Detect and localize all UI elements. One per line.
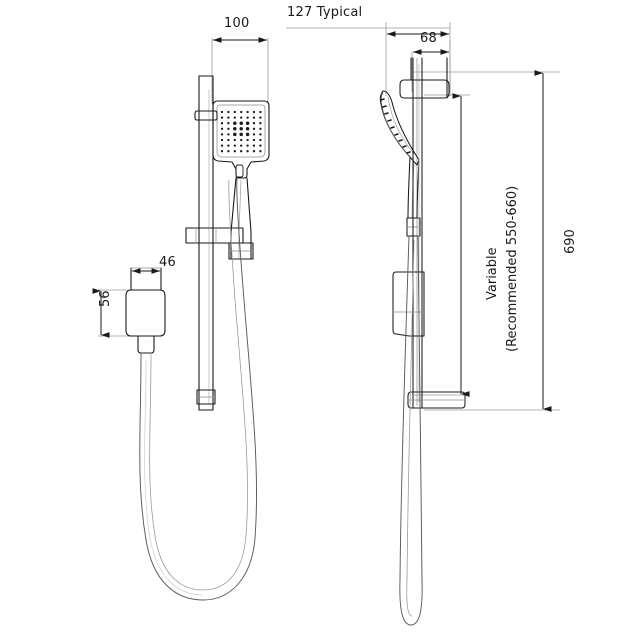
dim-label-56: 56 [98,290,113,307]
handle-hose-connector [228,242,254,260]
spray-nozzle [233,116,236,119]
spray-nozzle [245,127,250,131]
rail-top-collar [194,110,218,121]
spray-nozzle [220,110,224,114]
flexible-hose-outer [139,177,258,601]
spray-nozzle [233,132,237,137]
dim-label-variable: Variable [485,247,500,300]
spray-nozzle [252,138,256,142]
spray-nozzle [246,144,249,147]
dim-label-690: 690 [563,229,578,254]
spray-nozzle [259,127,262,130]
head-mode-switch [235,164,244,178]
spray-nozzle [227,144,230,147]
dim-label-46: 46 [159,255,176,270]
spray-nozzle [252,110,256,114]
dim-label-68: 68 [420,31,437,46]
side-flexible-hose-inner [406,239,415,617]
rail-slider-inner [195,227,217,244]
side-flexible-hose-outer [399,235,423,626]
spray-nozzle [220,127,224,130]
dimension-lines [92,31,552,412]
side-rail-top-bracket [410,57,448,81]
spray-nozzle [252,144,256,147]
slide-rail-tube [198,83,214,411]
spray-nozzle [246,150,249,153]
spray-nozzle [252,133,256,136]
spray-nozzle [220,122,224,125]
side-handle-connector [406,217,421,237]
wall-elbow-upper-stem [130,267,162,291]
spray-nozzle [227,138,230,142]
spray-nozzle [252,122,256,125]
spray-nozzle [239,127,243,131]
spray-nozzle [239,121,243,125]
wall-elbow-body [125,289,166,337]
spray-nozzle [233,150,236,153]
spray-nozzle [259,138,262,142]
side-rail-bottom-bracket [407,391,466,409]
spray-nozzle [259,144,262,147]
side-slide-rail-tube [412,57,423,409]
spray-nozzle [252,116,256,119]
spray-nozzle [227,127,230,130]
spray-nozzle [259,116,262,119]
spray-nozzle [227,110,230,114]
side-spray-nozzles [380,98,411,154]
spray-nozzle [233,127,237,131]
spray-nozzle [240,144,243,147]
flexible-hose-highlight [144,359,204,596]
side-elevation [379,57,466,626]
spray-nozzle [240,116,243,119]
spray-nozzle [233,138,236,142]
rail-bottom-bracket [196,389,216,405]
spray-nozzle [246,110,249,114]
spray-nozzle [259,122,262,125]
dim-label-127-typical: 127 Typical [287,5,363,20]
spray-nozzle [259,150,262,153]
spray-nozzle [245,132,250,137]
spray-nozzle [239,132,243,137]
spray-nozzle [252,150,256,153]
front-elevation [125,75,270,601]
dimension-extension-lines [98,22,560,411]
shower-head-face-bevel [216,104,266,158]
spray-nozzle [227,122,230,125]
spray-nozzle [233,110,236,114]
spray-nozzle [245,121,250,125]
spray-nozzle [240,110,243,114]
spray-nozzle [259,133,262,136]
spray-nozzle [227,133,230,136]
spray-nozzle [220,116,224,119]
dim-label-variable-recommended: (Recommended 550-660) [505,185,520,352]
spray-nozzle [240,150,243,153]
rail-slider-holder [185,227,244,244]
side-head-inner-line [387,96,415,155]
rail-top-cap [196,110,216,121]
shower-handle-outline [230,177,252,259]
spray-nozzle [220,138,224,142]
side-rail-top-bracket-body [399,79,450,99]
rail-top-bracket [198,75,214,85]
spray-nozzle [220,144,224,147]
spray-nozzle [220,133,224,136]
spray-nozzle [227,150,230,153]
spray-nozzle [233,144,236,147]
flexible-hose-inner [149,179,248,591]
side-rail-slider-holder [392,271,425,337]
spray-nozzle [220,150,224,153]
spray-nozzle [240,138,243,142]
dim-label-100: 100 [224,16,250,31]
spray-nozzle [252,127,256,130]
spray-nozzle [246,138,249,142]
spray-nozzle-grid [220,110,262,153]
spray-nozzle [233,121,237,125]
spray-nozzle [246,116,249,119]
spray-nozzle [259,110,262,114]
spray-nozzle [227,116,230,119]
side-shower-head-face [380,92,412,159]
wall-elbow-outlet [137,335,155,354]
